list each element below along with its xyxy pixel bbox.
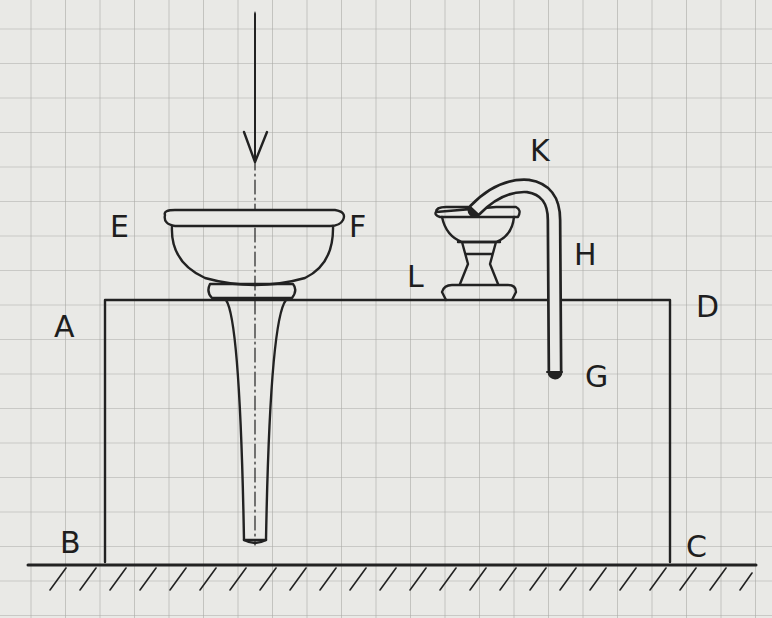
point-letter: D [696, 292, 719, 322]
basin-bowl [172, 226, 333, 285]
flow-arrow [254, 14, 256, 160]
point-letter: H [574, 240, 597, 270]
siphon-bore [475, 186, 555, 372]
point-letter: G [585, 362, 608, 392]
cup-base [442, 285, 516, 300]
point-letter: F [349, 212, 366, 242]
basin-collar [208, 284, 295, 298]
point-letter: L [407, 262, 424, 292]
table-outline [105, 300, 670, 562]
basin-stem [226, 300, 286, 540]
ground-line [28, 564, 756, 567]
tube-end [547, 371, 562, 373]
basin-rim [165, 210, 344, 226]
point-letter: E [110, 212, 129, 242]
stem-end [244, 540, 266, 543]
cup-stem [458, 242, 500, 284]
point-letter: C [686, 532, 707, 562]
axis-line [254, 12, 255, 545]
point-letter: A [54, 312, 75, 342]
cup-bowl [442, 217, 514, 242]
siphon-tube [475, 186, 555, 372]
arrow-head [244, 132, 267, 162]
point-letter: B [60, 528, 81, 558]
ground-hatch [50, 568, 752, 590]
point-letter: K [530, 136, 550, 166]
